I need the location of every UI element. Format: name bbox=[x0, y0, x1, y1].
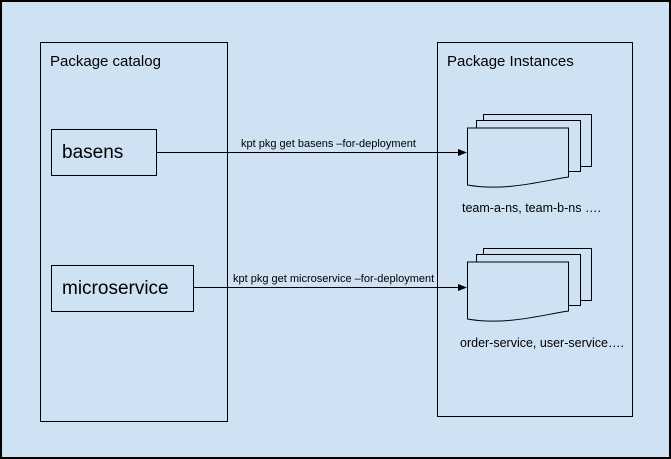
arrow-microservice-command-label: kpt pkg get microservice –for-deployment bbox=[233, 273, 435, 285]
package-instances-box: Package Instances team-a-ns, team-b-ns …… bbox=[437, 42, 633, 417]
document-sheet-front bbox=[467, 261, 569, 322]
document-sheet-front bbox=[467, 127, 569, 188]
package-basens-label: basens bbox=[62, 141, 124, 163]
document-stack-icon bbox=[467, 114, 592, 188]
arrow-basens-command-label: kpt pkg get basens –for-deployment bbox=[241, 138, 416, 150]
package-catalog-title: Package catalog bbox=[50, 53, 161, 70]
document-stack-icon bbox=[467, 248, 592, 322]
instances-group-2-caption: order-service, user-service…. bbox=[460, 336, 624, 350]
package-microservice-box: microservice bbox=[51, 265, 194, 312]
package-instances-title: Package Instances bbox=[447, 53, 574, 70]
package-microservice-label: microservice bbox=[62, 277, 169, 299]
instances-group-1-caption: team-a-ns, team-b-ns …. bbox=[462, 201, 601, 215]
package-basens-box: basens bbox=[51, 129, 157, 176]
package-catalog-box: Package catalog basens microservice bbox=[40, 42, 228, 422]
